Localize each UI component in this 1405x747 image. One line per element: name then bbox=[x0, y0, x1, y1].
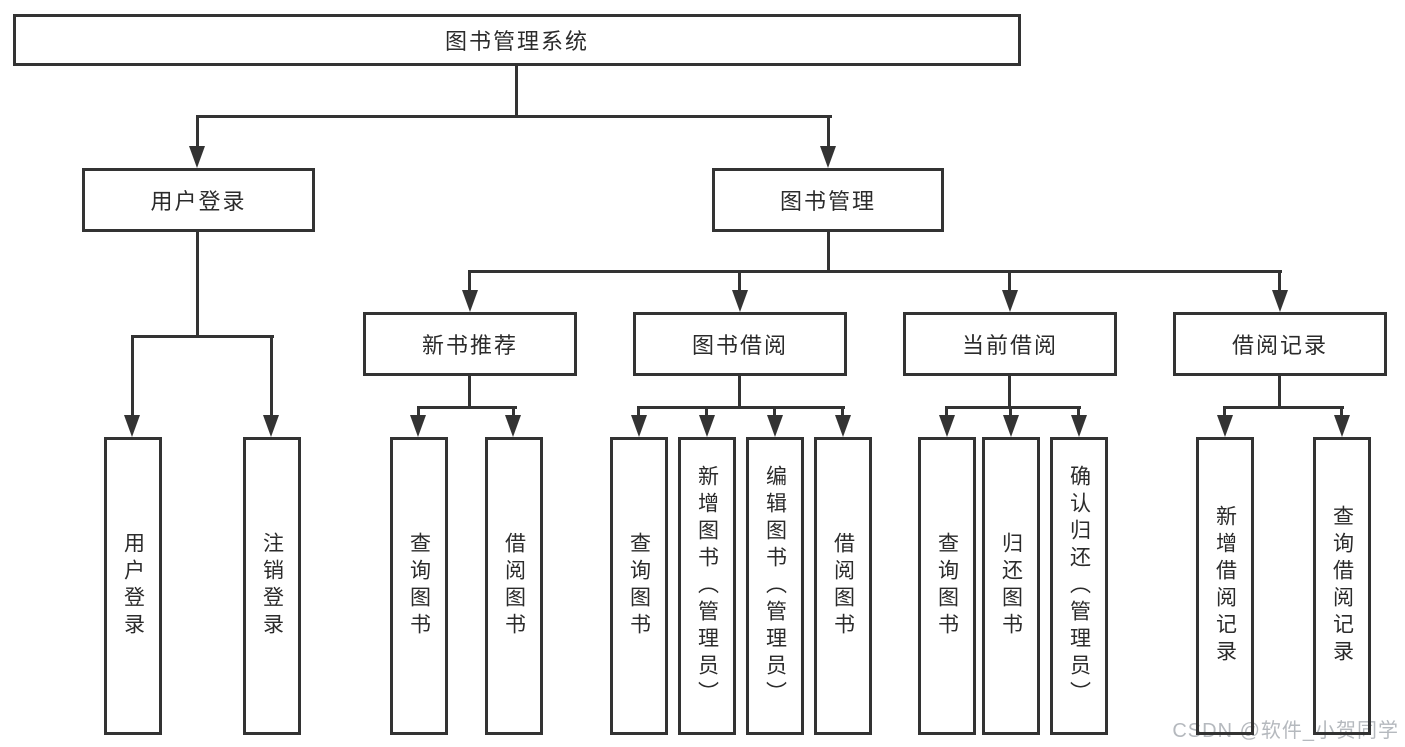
arrow-down-icon bbox=[410, 415, 426, 437]
node-library-management-system-label: 图书管理系统 bbox=[444, 29, 589, 54]
arrow-down-icon bbox=[189, 146, 205, 168]
connector-line bbox=[270, 335, 273, 416]
arrow-down-icon bbox=[732, 290, 748, 312]
leaf-user-login-label: 用户登录 bbox=[121, 532, 145, 640]
leaf-query-books-current-label: 查询图书 bbox=[935, 532, 959, 640]
connector-line bbox=[773, 406, 776, 417]
arrow-down-icon bbox=[1272, 290, 1288, 312]
connector-line bbox=[1009, 406, 1012, 417]
arrow-down-icon bbox=[835, 415, 851, 437]
connector-line bbox=[1278, 270, 1281, 292]
leaf-query-books-recommend: 查询图书 bbox=[390, 437, 448, 735]
connector-line bbox=[417, 406, 420, 417]
connector-line bbox=[945, 406, 1081, 409]
leaf-add-borrow-record-label: 新增借阅记录 bbox=[1213, 505, 1237, 667]
node-user-login-label: 用户登录 bbox=[150, 189, 247, 214]
leaf-edit-book-admin-label: 编辑图书（管理员） bbox=[763, 464, 787, 708]
arrow-down-icon bbox=[462, 290, 478, 312]
arrow-down-icon bbox=[631, 415, 647, 437]
leaf-query-borrow-record: 查询借阅记录 bbox=[1313, 437, 1371, 735]
arrow-down-icon bbox=[1334, 415, 1350, 437]
connector-line bbox=[131, 335, 274, 338]
arrow-down-icon bbox=[1071, 415, 1087, 437]
leaf-borrow-books-recommend: 借阅图书 bbox=[485, 437, 543, 735]
node-book-borrowing-label: 图书借阅 bbox=[691, 333, 788, 358]
arrow-down-icon bbox=[1003, 415, 1019, 437]
node-borrowing-records: 借阅记录 bbox=[1173, 312, 1387, 376]
node-borrowing-records-label: 借阅记录 bbox=[1231, 333, 1328, 358]
arrow-down-icon bbox=[505, 415, 521, 437]
connector-line bbox=[1278, 376, 1281, 409]
connector-line bbox=[417, 406, 517, 409]
leaf-return-book-label: 归还图书 bbox=[999, 532, 1023, 640]
connector-line bbox=[841, 406, 844, 417]
node-new-book-recommend-label: 新书推荐 bbox=[421, 333, 518, 358]
leaf-confirm-return-admin: 确认归还（管理员） bbox=[1050, 437, 1108, 735]
arrow-down-icon bbox=[124, 415, 140, 437]
leaf-query-books-borrowing: 查询图书 bbox=[610, 437, 668, 735]
connector-line bbox=[738, 376, 741, 409]
connector-line bbox=[1077, 406, 1080, 417]
connector-line bbox=[468, 376, 471, 409]
connector-line bbox=[131, 335, 134, 416]
node-library-management-system: 图书管理系统 bbox=[13, 14, 1021, 66]
connector-line bbox=[1008, 270, 1011, 292]
connector-line bbox=[637, 406, 640, 417]
leaf-logout: 注销登录 bbox=[243, 437, 301, 735]
connector-line bbox=[738, 270, 741, 292]
connector-line bbox=[196, 232, 199, 337]
leaf-logout-label: 注销登录 bbox=[260, 532, 284, 640]
arrow-down-icon bbox=[1217, 415, 1233, 437]
leaf-user-login: 用户登录 bbox=[104, 437, 162, 735]
leaf-query-books-recommend-label: 查询图书 bbox=[407, 532, 431, 640]
arrow-down-icon bbox=[1002, 290, 1018, 312]
connector-line bbox=[196, 115, 199, 148]
connector-line bbox=[705, 406, 708, 417]
connector-line bbox=[1223, 406, 1226, 417]
leaf-query-borrow-record-label: 查询借阅记录 bbox=[1330, 505, 1354, 667]
connector-line bbox=[827, 115, 830, 148]
csdn-watermark: CSDN @软件_小贺同学 bbox=[1172, 720, 1399, 742]
connector-line bbox=[827, 232, 830, 273]
leaf-borrow-books-borrowing: 借阅图书 bbox=[814, 437, 872, 735]
arrow-down-icon bbox=[263, 415, 279, 437]
leaf-add-book-admin: 新增图书（管理员） bbox=[678, 437, 736, 735]
leaf-query-books-borrowing-label: 查询图书 bbox=[627, 532, 651, 640]
node-book-management-label: 图书管理 bbox=[779, 189, 876, 214]
connector-line bbox=[1223, 406, 1344, 409]
connector-line bbox=[1340, 406, 1343, 417]
node-current-borrowing-label: 当前借阅 bbox=[961, 333, 1058, 358]
connector-line bbox=[637, 406, 845, 409]
node-book-management: 图书管理 bbox=[712, 168, 944, 232]
connector-line bbox=[515, 66, 518, 117]
connector-line bbox=[196, 115, 832, 118]
leaf-edit-book-admin: 编辑图书（管理员） bbox=[746, 437, 804, 735]
leaf-add-book-admin-label: 新增图书（管理员） bbox=[695, 464, 719, 708]
arrow-down-icon bbox=[699, 415, 715, 437]
connector-line bbox=[468, 270, 471, 292]
node-new-book-recommend: 新书推荐 bbox=[363, 312, 577, 376]
leaf-confirm-return-admin-label: 确认归还（管理员） bbox=[1067, 464, 1091, 708]
node-current-borrowing: 当前借阅 bbox=[903, 312, 1117, 376]
leaf-add-borrow-record: 新增借阅记录 bbox=[1196, 437, 1254, 735]
arrow-down-icon bbox=[820, 146, 836, 168]
leaf-borrow-books-recommend-label: 借阅图书 bbox=[502, 532, 526, 640]
connector-line bbox=[1008, 376, 1011, 409]
node-user-login: 用户登录 bbox=[82, 168, 315, 232]
connector-line bbox=[512, 406, 515, 417]
leaf-return-book: 归还图书 bbox=[982, 437, 1040, 735]
node-book-borrowing: 图书借阅 bbox=[633, 312, 847, 376]
connector-line bbox=[468, 270, 1282, 273]
arrow-down-icon bbox=[767, 415, 783, 437]
leaf-query-books-current: 查询图书 bbox=[918, 437, 976, 735]
arrow-down-icon bbox=[939, 415, 955, 437]
connector-line bbox=[945, 406, 948, 417]
leaf-borrow-books-borrowing-label: 借阅图书 bbox=[831, 532, 855, 640]
